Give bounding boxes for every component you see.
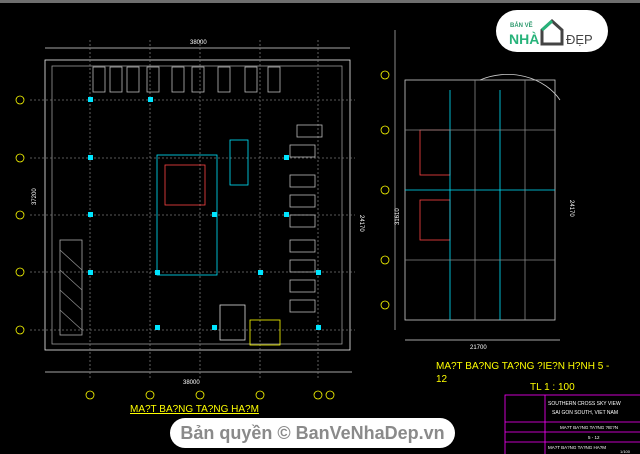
project-location: SAI GON SOUTH, VIET NAM	[552, 410, 618, 416]
typical-plan-title-1: MA?T BA?NG TA?NG ?IE?N H?NH 5 -	[436, 361, 609, 372]
logo-suffix-text: ĐẸP	[566, 32, 593, 47]
dim-top: 38000	[190, 40, 207, 46]
logo-small-text: BẢN VẼ	[510, 23, 533, 29]
copyright-watermark: Bản quyền © BanVeNhaDep.vn	[170, 418, 455, 448]
typical-plan-title-2: 12	[436, 374, 448, 385]
logo-big-text: NHÀ	[509, 31, 540, 47]
right-dim-left: 31610	[395, 208, 401, 225]
basement-plan-title: MA?T BA?NG TA?NG HA?M	[130, 404, 259, 415]
dim-left: 37200	[32, 188, 38, 205]
drawing-name-2: MA?T BA?NG TA?NG HA?M	[548, 445, 606, 450]
right-dim-bottom: 21700	[470, 345, 487, 351]
drawing-name-1b: 5 - 12	[588, 435, 600, 440]
dim-right: 24170	[358, 215, 364, 232]
banvenhadep-logo: BẢN VẼ NHÀ ĐẸP	[496, 10, 608, 52]
right-dim-right: 24170	[568, 200, 574, 217]
basement-plan	[15, 40, 355, 400]
dim-bottom: 38000	[183, 380, 200, 386]
title-block-scale: 1/100	[620, 449, 631, 454]
typical-floor-plan	[380, 30, 561, 341]
title-block	[504, 394, 640, 454]
drawing-name-1: MA?T BA?NG TA?NG ?IE?N	[560, 425, 618, 430]
window-top-bar	[0, 0, 640, 3]
project-name: SOUTHERN CROSS SKY VIEW	[548, 401, 621, 407]
scale-label: TL 1 : 100	[530, 382, 575, 393]
house-icon	[540, 18, 564, 46]
